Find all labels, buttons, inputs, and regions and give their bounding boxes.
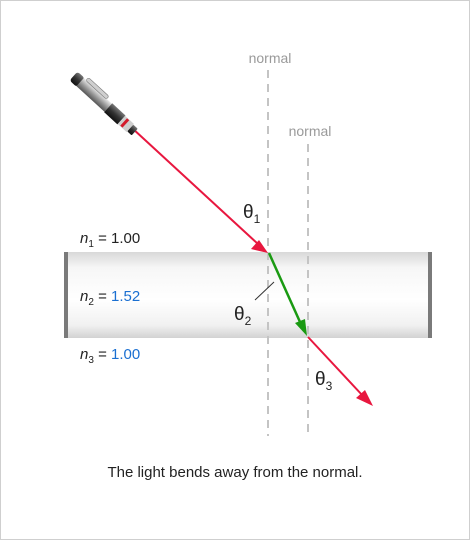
n1-value: 1.00 [111, 230, 140, 247]
glass-left-edge [64, 252, 68, 338]
n3-label: n3 = 1.00 [80, 346, 140, 366]
theta2-pointer [254, 281, 275, 301]
normal-label-1: normal [249, 50, 292, 66]
glass-right-edge [428, 252, 432, 338]
caption: The light bends away from the normal. [107, 464, 363, 481]
n2-label: n2 = 1.52 [80, 288, 140, 308]
refracted-ray [267, 252, 302, 323]
glass-slab [64, 252, 432, 338]
theta3-label: θ3 [315, 369, 333, 393]
emergent-ray-arrowhead [356, 390, 373, 406]
normal-label-2: normal [289, 123, 332, 139]
n1-label: n1 = 1.00 [80, 230, 140, 250]
theta2-label: θ2 [234, 304, 252, 328]
theta1-label: θ1 [243, 202, 261, 226]
emergent-ray [307, 336, 364, 397]
n2-value: 1.52 [111, 288, 140, 305]
laser-pointer-icon [70, 72, 138, 135]
refracted-ray-arrowhead [295, 319, 307, 336]
glass-body [66, 252, 430, 338]
incident-ray-arrowhead [251, 240, 268, 253]
n3-value: 1.00 [111, 346, 140, 363]
incident-ray [131, 127, 259, 245]
